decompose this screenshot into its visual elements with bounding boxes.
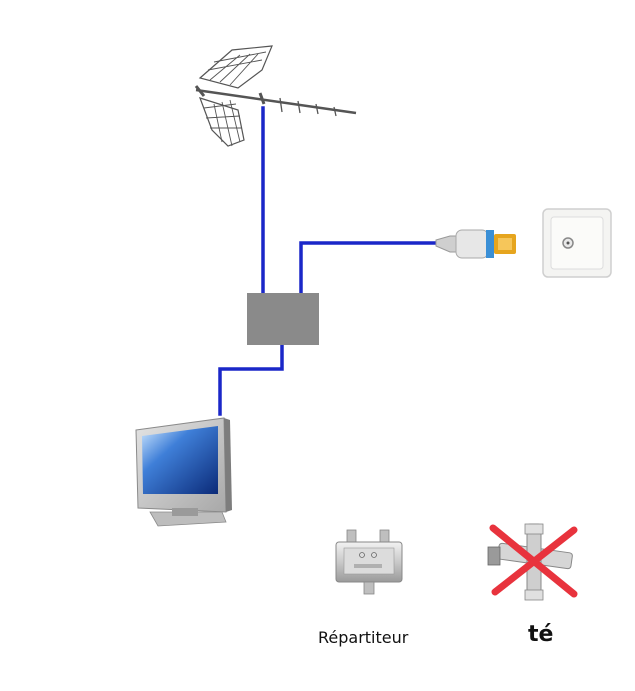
cross-icon <box>489 524 578 598</box>
cable-network <box>218 106 442 416</box>
splitter-device-icon <box>335 529 403 595</box>
antenna-icon <box>194 45 357 147</box>
splitter-label: Répartiteur <box>318 628 409 647</box>
cable-box-to-tv <box>218 342 284 416</box>
tee-label: té <box>528 622 554 647</box>
coax-plug-icon <box>435 229 516 259</box>
tv-monitor-icon <box>135 417 232 527</box>
splitter-box-icon <box>247 293 319 345</box>
wall-socket-icon <box>542 208 612 278</box>
cable-box-to-socket <box>299 241 442 296</box>
